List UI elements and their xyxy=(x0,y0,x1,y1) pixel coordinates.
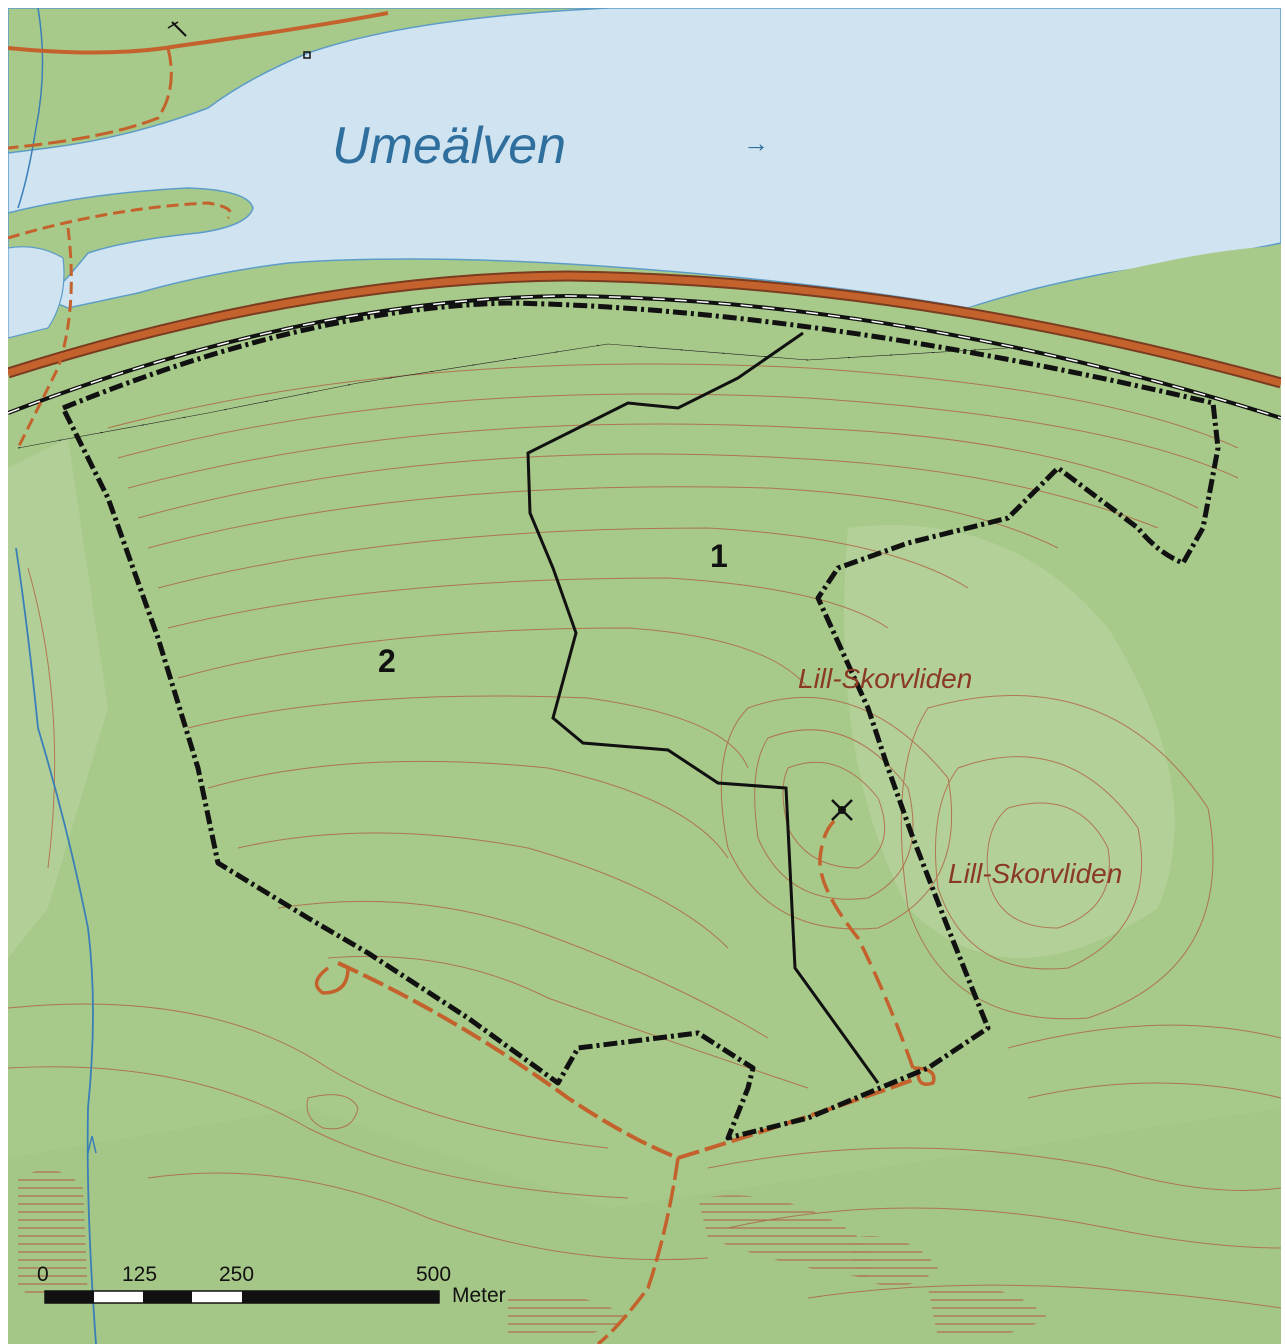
scale-bar xyxy=(44,1290,440,1304)
bay xyxy=(8,246,65,339)
marsh-area xyxy=(928,1286,1048,1340)
building-icon xyxy=(303,51,311,59)
forest-road xyxy=(596,1157,680,1344)
flow-direction-icon: → xyxy=(743,128,769,158)
peninsula-track xyxy=(8,201,232,240)
railway-dash xyxy=(8,295,1281,419)
forest-road xyxy=(337,961,679,1160)
topographic-map xyxy=(8,8,1281,1344)
project-boundary xyxy=(60,300,1221,1141)
peninsula xyxy=(8,187,254,309)
marsh-area xyxy=(698,1195,873,1278)
east-shore xyxy=(968,246,1281,328)
marsh-area xyxy=(18,1170,88,1302)
stream-arrow-icon xyxy=(87,1135,97,1154)
summit-cross-icon xyxy=(831,799,853,821)
place-label-hill: Lill-Skorvliden xyxy=(798,663,973,694)
scale-tick-250: 250 xyxy=(219,1263,255,1286)
west-track xyxy=(16,227,73,449)
marsh-area xyxy=(508,1295,628,1340)
area-label-1: 1 xyxy=(710,538,728,574)
north-road xyxy=(8,11,389,55)
forest-patch xyxy=(844,525,1175,958)
north-track xyxy=(8,47,173,150)
north-shore xyxy=(8,8,609,154)
river-umealven xyxy=(8,8,1281,314)
power-line-wire xyxy=(17,343,1009,449)
scale-tick-125: 125 xyxy=(122,1263,158,1286)
stream xyxy=(17,8,44,209)
place-label-hill-east: Lill-Skorvliden xyxy=(948,858,1123,889)
area-label-2: 2 xyxy=(378,643,396,679)
marsh-area xyxy=(848,1236,938,1286)
forest-patch xyxy=(8,438,108,958)
area-division-line xyxy=(526,331,880,1084)
bridge-icon xyxy=(167,21,187,37)
contour-lines xyxy=(8,363,1281,1309)
scale-tick-500: 500 xyxy=(416,1263,452,1286)
turnaround xyxy=(314,966,350,995)
stream xyxy=(15,547,97,1344)
map-frame: Umeälven → 1 2 Lill-Skorvliden Lill-Skor… xyxy=(8,8,1281,1344)
main-road xyxy=(8,272,1281,387)
river-label: Umeälven xyxy=(332,117,567,175)
scale-unit: Meter xyxy=(452,1284,506,1307)
scale-tick-0: 0 xyxy=(37,1263,49,1286)
summit-trail xyxy=(818,816,915,1069)
